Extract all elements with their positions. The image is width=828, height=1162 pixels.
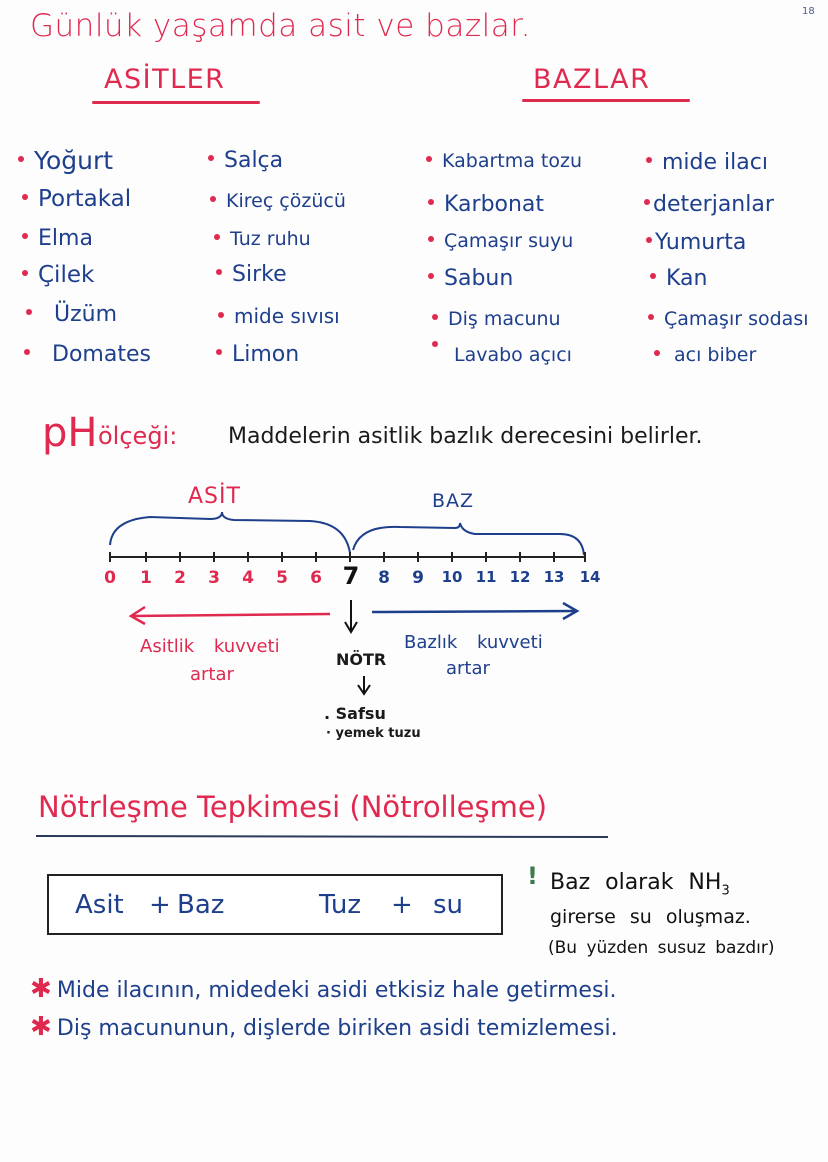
bullet-icon bbox=[22, 233, 28, 239]
neutral-example-1: . Safsu bbox=[324, 704, 386, 723]
bullet-icon bbox=[646, 157, 652, 163]
bazlar-underline bbox=[522, 99, 690, 102]
asitler-underline bbox=[92, 101, 260, 104]
ph-tick-10: 10 bbox=[441, 568, 463, 586]
bullet-icon bbox=[648, 313, 654, 320]
ph-tick-13: 13 bbox=[543, 568, 565, 586]
list-item: Kabartma tozu bbox=[426, 150, 582, 172]
bullet-icon bbox=[428, 199, 434, 205]
bullet-icon bbox=[22, 269, 28, 276]
equation-box: Asit + Baz Tuz + su bbox=[47, 874, 503, 935]
bullet-icon bbox=[24, 349, 30, 355]
ph-tick-3: 3 bbox=[208, 568, 220, 588]
bullet-icon bbox=[18, 156, 24, 162]
list-item: mide ilacı bbox=[646, 150, 768, 175]
equation-plus-1: + bbox=[149, 890, 171, 920]
list-item: Portakal bbox=[22, 186, 131, 212]
bullet-icon bbox=[210, 195, 216, 202]
ph-tick-4: 4 bbox=[242, 568, 254, 588]
page-number: 18 bbox=[802, 6, 815, 17]
ph-tick-8: 8 bbox=[378, 568, 390, 588]
asterisk-icon: ✱ bbox=[30, 1012, 52, 1042]
bullet-icon bbox=[22, 193, 28, 200]
baz-brace bbox=[352, 522, 585, 556]
ph-label: pH bbox=[42, 410, 98, 456]
note-line-3: (Bu yüzden susuz bazdır) bbox=[548, 938, 775, 958]
bullet-icon bbox=[426, 155, 432, 162]
acid-strength-text: Asitlik kuvveti bbox=[140, 636, 280, 657]
bullet-icon bbox=[432, 313, 438, 320]
notrlesme-heading: Nötrleşme Tepkimesi (Nötrolleşme) bbox=[38, 790, 548, 824]
list-item: deterjanlar bbox=[644, 192, 774, 217]
exclamation-icon: ! bbox=[527, 862, 538, 890]
bullet-icon bbox=[644, 199, 650, 205]
bullet-icon bbox=[654, 349, 660, 356]
ph-tick-1: 1 bbox=[140, 568, 152, 588]
asit-brace bbox=[109, 511, 351, 554]
bullet-icon bbox=[26, 309, 32, 315]
list-item: Sirke bbox=[216, 262, 287, 287]
list-item: Diş macunu bbox=[432, 308, 561, 330]
list-item: Üzüm bbox=[26, 302, 117, 327]
ph-tick-11: 11 bbox=[475, 568, 497, 586]
bullet-icon bbox=[650, 273, 656, 279]
ph-tick-6: 6 bbox=[310, 568, 322, 588]
bazlar-heading: BAZLAR bbox=[533, 64, 651, 95]
ph-tick-14: 14 bbox=[579, 568, 601, 586]
acid-strength-text-2: artar bbox=[190, 664, 234, 685]
ph-tick-5: 5 bbox=[276, 568, 288, 588]
ph-tick-2: 2 bbox=[174, 568, 186, 588]
ph-tick-9: 9 bbox=[412, 568, 424, 588]
bullet-icon bbox=[218, 311, 224, 318]
list-item: Elma bbox=[22, 226, 93, 251]
equation-baz: Baz bbox=[177, 890, 225, 920]
note-line-1: Baz olarak NH3 bbox=[550, 870, 730, 899]
ph-olcegi-label: ölçeği: bbox=[98, 422, 178, 450]
ph-definition: Maddelerin asitlik bazlık derecesini bel… bbox=[228, 424, 703, 449]
neutral-example-2: · yemek tuzu bbox=[326, 726, 421, 741]
page-title: Günlük yaşamda asit ve bazlar. bbox=[30, 8, 531, 44]
baz-range-label: BAZ bbox=[432, 490, 475, 512]
list-item: Domates bbox=[24, 342, 151, 367]
bullet-icon bbox=[428, 235, 434, 242]
bullet-icon bbox=[216, 349, 222, 355]
asit-range-label: ASİT bbox=[188, 484, 241, 509]
list-item: Kan bbox=[650, 266, 707, 291]
neutral-label: NÖTR bbox=[336, 650, 387, 669]
bullet-icon bbox=[214, 233, 220, 240]
list-item: Tuz ruhu bbox=[214, 228, 311, 250]
list-item: Limon bbox=[216, 342, 299, 367]
list-item: mide sıvısı bbox=[218, 304, 340, 328]
list-item: Lavabo açıcı bbox=[432, 340, 572, 366]
equation-su: su bbox=[433, 890, 464, 920]
base-strength-text-2: artar bbox=[446, 658, 490, 679]
bullet-icon bbox=[428, 273, 434, 279]
equation-plus-2: + bbox=[391, 890, 413, 920]
list-item: Çamaşır sodası bbox=[648, 308, 809, 330]
bullet-icon bbox=[646, 237, 652, 243]
example-item: ✱ Mide ilacının, midedeki asidi etkisiz … bbox=[30, 974, 617, 1004]
list-item: Karbonat bbox=[428, 192, 544, 217]
list-item: acı biber bbox=[654, 344, 756, 366]
list-item: Salça bbox=[208, 148, 283, 173]
equation-asit: Asit bbox=[75, 890, 124, 920]
bullet-icon bbox=[216, 269, 222, 275]
list-item: Sabun bbox=[428, 266, 513, 291]
list-item: Yumurta bbox=[646, 230, 746, 255]
note-line-2: girerse su oluşmaz. bbox=[550, 906, 751, 928]
list-item: Çilek bbox=[22, 262, 94, 288]
list-item: Kireç çözücü bbox=[210, 190, 346, 212]
ph-tick-7: 7 bbox=[342, 562, 360, 590]
list-item: Yoğurt bbox=[18, 146, 113, 175]
asitler-heading: ASİTLER bbox=[104, 64, 226, 95]
ph-tick-0: 0 bbox=[104, 568, 116, 588]
asterisk-icon: ✱ bbox=[30, 974, 52, 1004]
bullet-icon bbox=[208, 155, 214, 161]
equation-tuz: Tuz bbox=[319, 890, 362, 920]
bullet-icon bbox=[432, 340, 438, 347]
example-item: ✱ Diş macununun, dişlerde biriken asidi … bbox=[30, 1012, 618, 1042]
list-item: Çamaşır suyu bbox=[428, 230, 573, 252]
base-strength-text: Bazlık kuvveti bbox=[404, 632, 543, 653]
ph-tick-12: 12 bbox=[509, 568, 531, 586]
